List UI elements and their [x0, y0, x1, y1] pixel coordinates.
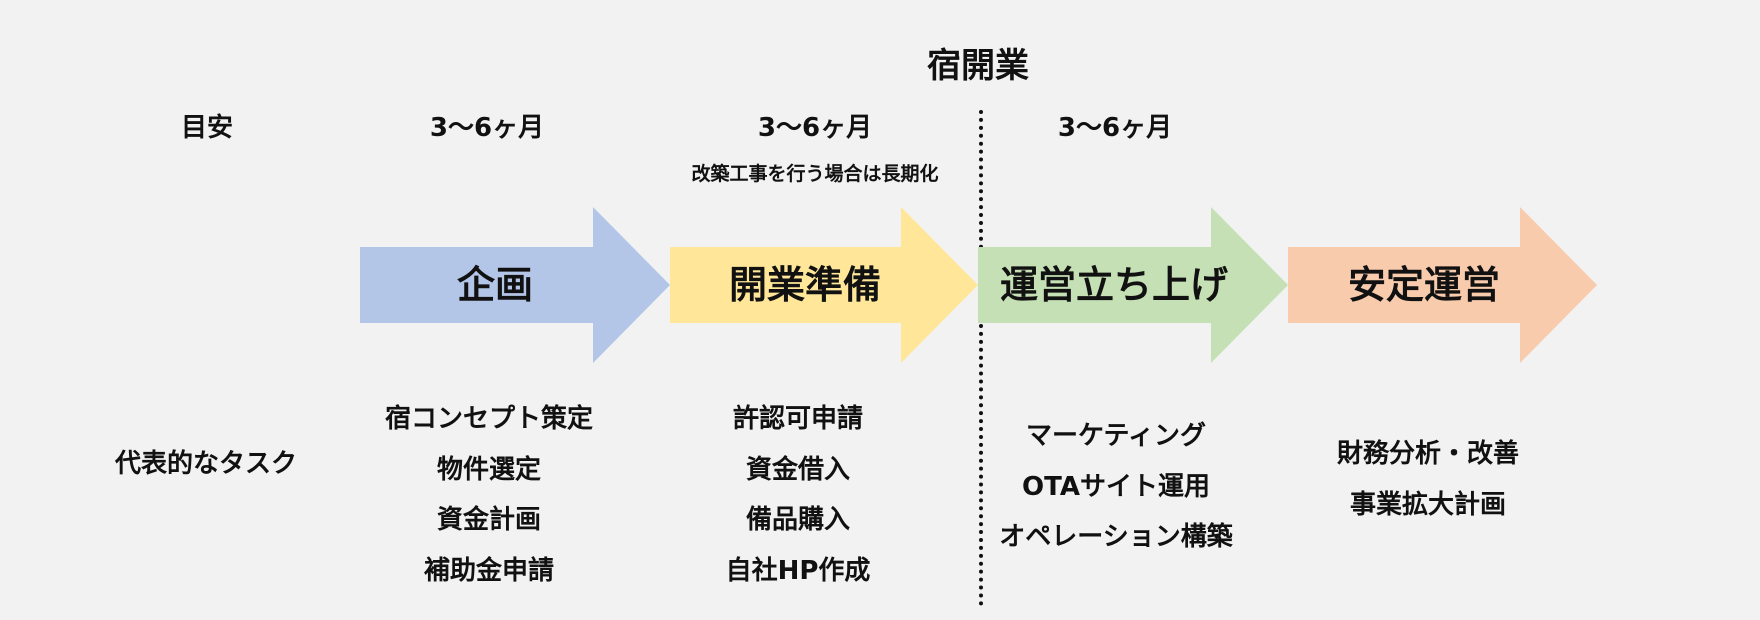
- phase-duration-preparation: 3〜6ヶ月: [757, 113, 873, 143]
- phase-arrow-preparation: [670, 207, 978, 363]
- phase-name-launch: 運営立ち上げ: [1000, 263, 1228, 307]
- task-item: マーケティング: [1026, 421, 1206, 451]
- task-item: 資金計画: [436, 505, 542, 535]
- task-list-planning: 宿コンセプト策定 物件選定 資金計画 補助金申請: [385, 394, 593, 596]
- diagram-title: 宿開業: [927, 46, 1029, 86]
- task-item: 自社HP作成: [725, 555, 871, 586]
- phase-name-stable: 安定運営: [1348, 263, 1500, 307]
- task-item: オペレーション構築: [999, 522, 1233, 552]
- task-item: 備品購入: [745, 505, 851, 535]
- task-list-stable: 財務分析・改善 事業拡大計画: [1337, 429, 1519, 530]
- task-item: 物件選定: [436, 454, 542, 485]
- phase-name-preparation: 開業準備: [729, 263, 881, 307]
- task-item: OTAサイト運用: [1022, 471, 1210, 502]
- phase-duration-planning: 3〜6ヶ月: [429, 113, 545, 143]
- task-item: 補助金申請: [423, 555, 555, 586]
- task-item: 事業拡大計画: [1349, 489, 1507, 520]
- opening-divider-line: [979, 110, 983, 606]
- task-list-preparation: 許認可申請 資金借入 備品購入 自社HP作成: [726, 394, 871, 596]
- task-item: 財務分析・改善: [1336, 439, 1520, 469]
- phase-arrow-stable: [1288, 207, 1597, 363]
- phase-duration-launch: 3〜6ヶ月: [1057, 113, 1173, 143]
- tasks-row-label: 代表的なタスク: [114, 449, 298, 479]
- phase-name-planning: 企画: [457, 263, 533, 307]
- phase-arrow-launch: [978, 207, 1288, 363]
- estimate-row-label: 目安: [180, 113, 234, 143]
- task-list-launch: マーケティング OTAサイト運用 オペレーション構築: [999, 411, 1232, 563]
- task-item: 宿コンセプト策定: [384, 404, 594, 434]
- task-item: 許認可申請: [732, 404, 864, 434]
- task-item: 資金借入: [745, 454, 851, 485]
- phase-arrow-planning: [360, 207, 670, 363]
- phase-note-preparation: 改築工事を行う場合は長期化: [691, 163, 939, 185]
